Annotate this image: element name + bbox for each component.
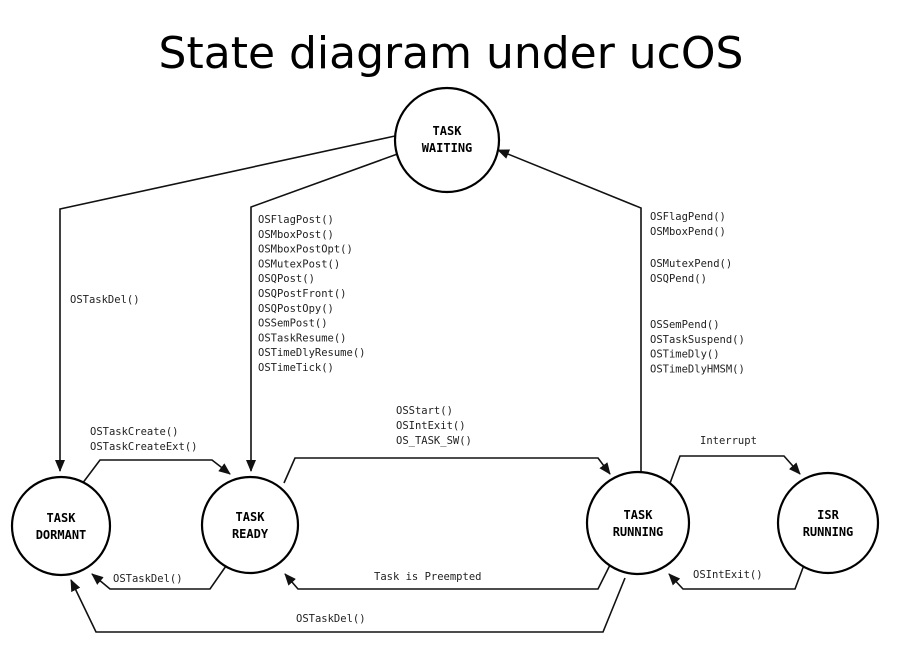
transition-label-line: OSTaskDel() [113,573,183,585]
transition-label-line: OSStart() [396,405,453,417]
label-dormant-to-ready: OSTaskCreate() OSTaskCreateExt() [90,426,197,453]
transition-label-line: OSTimeDlyHMSM() [650,363,745,375]
edge-running-to-waiting [497,149,642,474]
transition-label-line: OSSemPost() [258,318,328,330]
transition-label-line: OSMutexPend() [650,258,732,270]
edge-running-to-dormant [70,577,626,633]
transition-label-line: OSTaskDel() [70,294,140,306]
transition-label-line: OSMboxPostOpt() [258,244,353,256]
transition-label-line: OSQPostOpy() [258,303,334,315]
transition-label-line: OSTaskCreate() [90,426,179,438]
state-label-line2: DORMANT [36,528,87,542]
state-label-line1: TASK [236,510,266,524]
transition-label-line: OSTimeTick() [258,362,334,374]
label-running-to-waiting-2: OSMutexPend() OSQPend() [650,258,732,285]
state-label-line2: READY [232,527,269,541]
state-label-line2: RUNNING [613,525,664,539]
edge-running-to-isr [668,455,801,487]
state-task-waiting: TASK WAITING [393,86,501,194]
transition-label-line: OSTaskResume() [258,332,347,344]
state-label-line1: ISR [817,508,839,522]
transition-label-line: Interrupt [700,435,757,447]
label-waiting-to-ready: OSFlagPost() OSMboxPost() OSMboxPostOpt() O… [258,214,365,374]
label-running-to-waiting-1: OSFlagPend() OSMboxPend() [650,211,726,238]
label-ready-to-running: OSStart() OSIntExit() OS_TASK_SW() [396,405,472,447]
state-label-line1: TASK [433,124,463,138]
state-task-dormant: TASK DORMANT [10,475,112,577]
state-label-line1: TASK [47,511,77,525]
transition-label-line: OSMutexPost() [258,258,340,270]
transition-label-line: OSFlagPost() [258,214,334,226]
label-waiting-to-dormant: OSTaskDel() [70,294,140,306]
edge-running-to-ready [284,564,611,590]
transition-label-line: OS_TASK_SW() [396,435,472,447]
transition-label-line: OSTaskDel() [296,613,366,625]
label-running-to-ready: Task is Preempted [374,571,481,583]
edge-isr-to-running [668,564,805,590]
slide-title: State diagram under ucOS [158,28,744,79]
state-task-ready: TASK READY [200,475,300,575]
transition-label-line: OSTaskSuspend() [650,334,745,346]
label-running-to-dormant: OSTaskDel() [296,613,366,625]
edge-ready-to-running [283,457,611,484]
label-ready-to-dormant: OSTaskDel() [113,573,183,585]
state-task-running: TASK RUNNING [585,470,691,576]
edge-waiting-to-dormant [55,135,396,472]
transition-label-line: OSSemPend() [650,319,720,331]
transition-label-line: OSIntExit() [396,420,466,432]
transition-label-line: OSTaskCreateExt() [90,441,197,453]
edge-ready-to-dormant [91,565,227,590]
transition-label-line: OSTimeDlyResume() [258,347,365,359]
transition-label-line: OSFlagPend() [650,211,726,223]
edge-waiting-to-ready [246,151,404,472]
transition-label-line: OSIntExit() [693,569,763,581]
state-label-line1: TASK [624,508,654,522]
label-running-to-waiting-3: OSSemPend() OSTaskSuspend() OSTimeDly() OST… [650,319,745,375]
state-label-line2: RUNNING [803,525,854,539]
state-label-line2: WAITING [422,141,473,155]
transition-label-line: OSQPend() [650,273,707,285]
label-running-to-isr: Interrupt [700,435,757,447]
transition-label-line: OSMboxPend() [650,226,726,238]
label-isr-to-running: OSIntExit() [693,569,763,581]
transition-label-line: OSQPost() [258,273,315,285]
state-isr-running: ISR RUNNING [776,471,880,575]
transition-label-line: OSQPostFront() [258,288,347,300]
transition-label-line: OSTimeDly() [650,349,720,361]
edge-dormant-to-ready [81,459,231,485]
transition-label-line: Task is Preempted [374,571,481,583]
transition-label-line: OSMboxPost() [258,229,334,241]
